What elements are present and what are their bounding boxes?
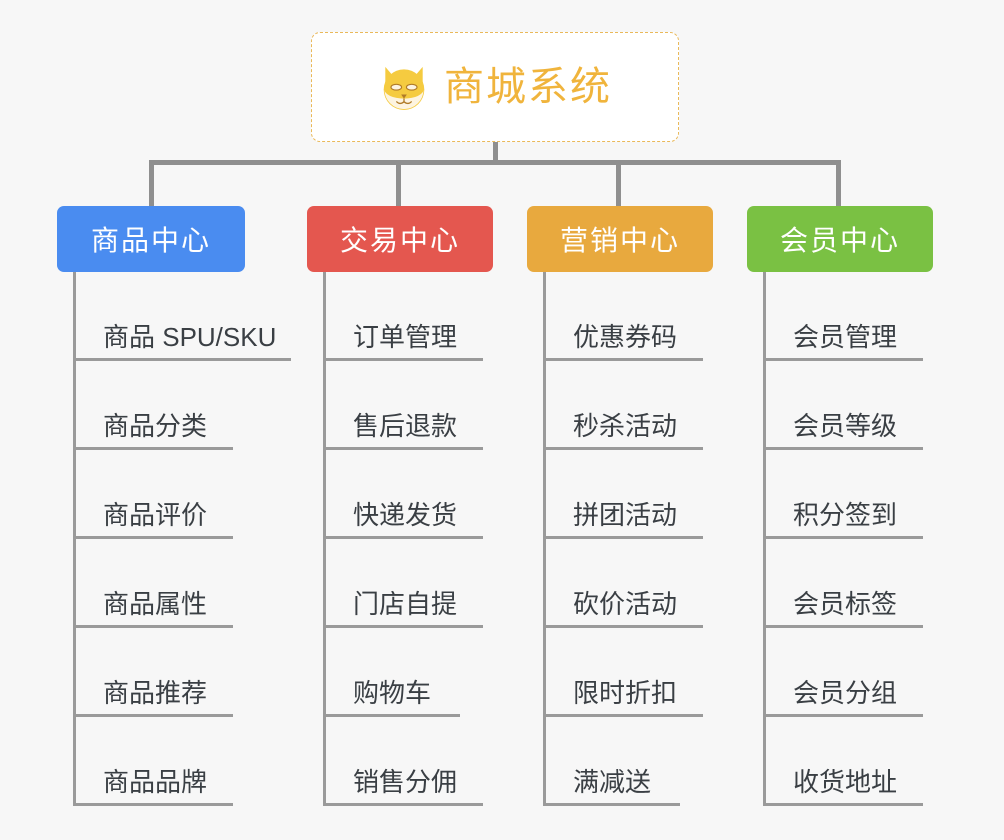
leaf-label: 会员分组 <box>793 678 898 709</box>
root-title: 商城系统 <box>444 65 612 109</box>
category-header-1[interactable]: 商品中心 <box>57 206 245 272</box>
leaf-label: 满减送 <box>573 767 652 798</box>
list-item[interactable]: 积分签到 <box>763 450 923 539</box>
leaf-label: 快递发货 <box>353 500 458 531</box>
connector-root-stem <box>493 142 498 164</box>
leaf-label: 商品 SPU/SKU <box>103 322 277 353</box>
leaf-label: 订单管理 <box>353 322 458 353</box>
list-item[interactable]: 拼团活动 <box>543 450 703 539</box>
leaf-label: 优惠券码 <box>573 322 678 353</box>
column-trunk-1 <box>73 272 76 806</box>
list-item[interactable]: 购物车 <box>323 628 460 717</box>
leaf-label: 门店自提 <box>353 589 458 620</box>
list-item[interactable]: 砍价活动 <box>543 539 703 628</box>
connector-drop-2 <box>396 160 401 206</box>
list-item[interactable]: 秒杀活动 <box>543 361 703 450</box>
leaf-label: 商品评价 <box>103 500 208 531</box>
leaf-label: 会员等级 <box>793 411 898 442</box>
list-item[interactable]: 销售分佣 <box>323 717 483 806</box>
column-trunk-4 <box>763 272 766 806</box>
connector-drop-4 <box>836 160 841 206</box>
list-item[interactable]: 商品分类 <box>73 361 233 450</box>
list-item[interactable]: 商品评价 <box>73 450 233 539</box>
category-header-label-2: 交易中心 <box>339 225 460 256</box>
list-item[interactable]: 快递发货 <box>323 450 483 539</box>
leaf-label: 砍价活动 <box>573 589 678 620</box>
list-item[interactable]: 收货地址 <box>763 717 923 806</box>
list-item[interactable]: 满减送 <box>543 717 680 806</box>
leaf-label: 商品属性 <box>103 589 208 620</box>
column-trunk-3 <box>543 272 546 806</box>
leaf-label: 商品推荐 <box>103 678 208 709</box>
list-item[interactable]: 商品品牌 <box>73 717 233 806</box>
list-item[interactable]: 优惠券码 <box>543 272 703 361</box>
leaf-label: 限时折扣 <box>573 678 678 709</box>
list-item[interactable]: 会员分组 <box>763 628 923 717</box>
leaf-label: 收货地址 <box>793 767 898 798</box>
leaf-label: 商品分类 <box>103 411 208 442</box>
shiba-dog-icon <box>383 66 425 110</box>
leaf-label: 拼团活动 <box>573 500 678 531</box>
connector-drop-3 <box>616 160 621 206</box>
list-item[interactable]: 会员等级 <box>763 361 923 450</box>
leaf-label: 会员管理 <box>793 322 898 353</box>
list-item[interactable]: 售后退款 <box>323 361 483 450</box>
list-item[interactable]: 会员管理 <box>763 272 923 361</box>
category-header-label-3: 营销中心 <box>559 225 680 256</box>
leaf-label: 购物车 <box>353 678 432 709</box>
list-item[interactable]: 商品属性 <box>73 539 233 628</box>
list-item[interactable]: 门店自提 <box>323 539 483 628</box>
connector-horizontal-bus <box>149 160 841 165</box>
leaf-label: 售后退款 <box>353 411 458 442</box>
root-node[interactable]: 商城系统 <box>311 32 679 142</box>
leaf-label: 销售分佣 <box>353 767 458 798</box>
list-item[interactable]: 商品推荐 <box>73 628 233 717</box>
list-item[interactable]: 限时折扣 <box>543 628 703 717</box>
connector-drop-1 <box>149 160 154 206</box>
list-item[interactable]: 商品 SPU/SKU <box>73 272 291 361</box>
category-header-3[interactable]: 营销中心 <box>527 206 713 272</box>
leaf-label: 秒杀活动 <box>573 411 678 442</box>
leaf-label: 会员标签 <box>793 589 898 620</box>
category-header-2[interactable]: 交易中心 <box>307 206 493 272</box>
category-header-label-1: 商品中心 <box>90 225 211 256</box>
list-item[interactable]: 订单管理 <box>323 272 483 361</box>
category-header-4[interactable]: 会员中心 <box>747 206 933 272</box>
column-trunk-2 <box>323 272 326 806</box>
category-header-label-4: 会员中心 <box>779 225 900 256</box>
leaf-label: 积分签到 <box>793 500 898 531</box>
leaf-label: 商品品牌 <box>103 767 208 798</box>
list-item[interactable]: 会员标签 <box>763 539 923 628</box>
